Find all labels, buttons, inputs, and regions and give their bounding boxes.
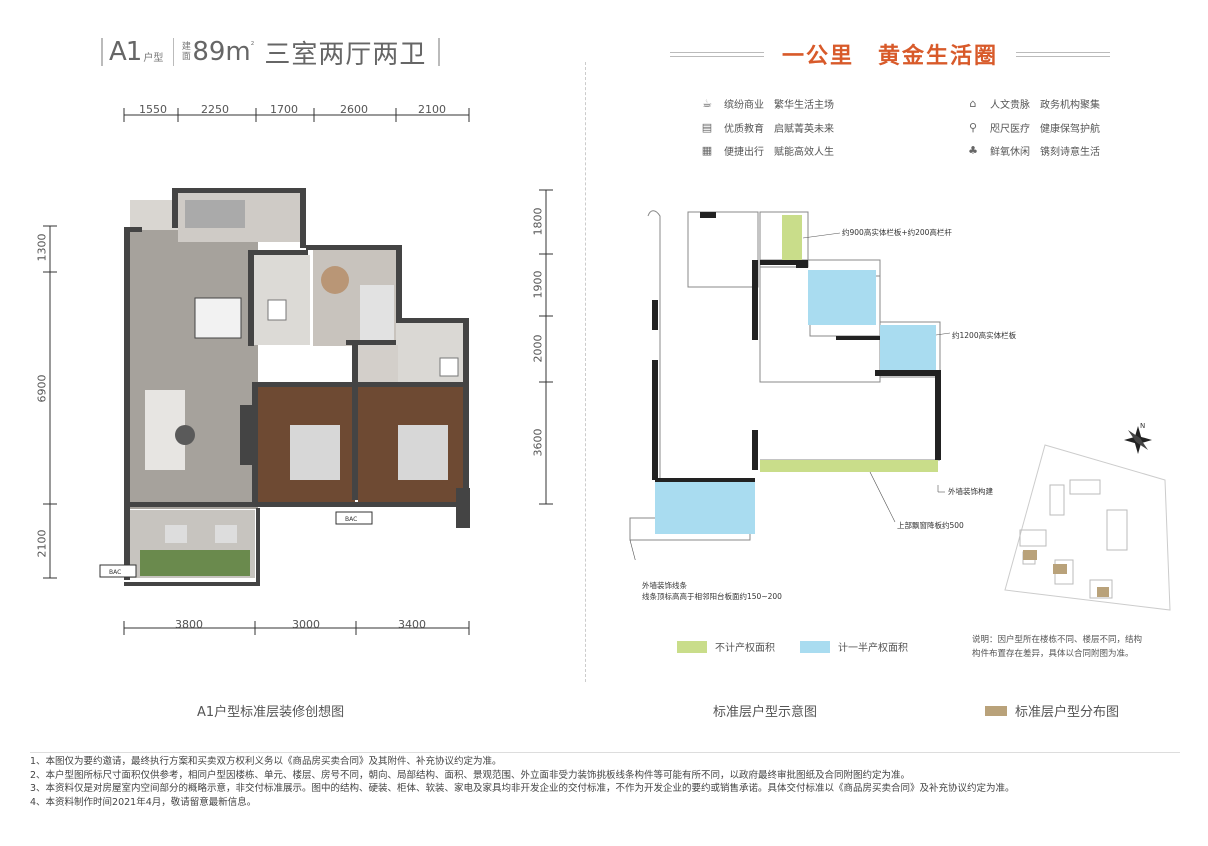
unit-header: A1 户型 建 面 89m ² 三室两厅两卫	[95, 30, 446, 74]
tree-bench-icon: ♣	[968, 143, 978, 157]
bus-icon: ▦	[701, 143, 713, 157]
amenity-item: ▦ 便捷出行赋能高效人生	[701, 143, 834, 158]
callout-upper-bay: 上部飘窗降板约500	[897, 521, 964, 530]
disclaimer-line: 1、本图仅为要约邀请，最终执行方案和买卖双方权利义务以《商品房买卖合同》及其附件…	[30, 756, 502, 767]
unit-type-suffix: 户型	[143, 52, 164, 64]
location-pin-icon: ⚲	[968, 120, 978, 134]
site-legend-swatch	[985, 705, 1007, 716]
area-unit: ²	[250, 41, 255, 51]
dim-right: 1800	[531, 207, 545, 236]
dim-top: 2250	[201, 103, 229, 116]
amenity-item: ⌂ 人文贵脉政务机构聚集	[966, 96, 1101, 111]
compass-icon: N	[1124, 422, 1152, 454]
site-plan-map	[1004, 444, 1171, 611]
amenity-item: ♣ 鲜氧休闲镌刻诗意生活	[966, 143, 1100, 158]
ac-label: BAC	[109, 569, 121, 576]
title-rule-left	[670, 51, 764, 57]
area-value: 89m	[192, 37, 251, 67]
ac-label: BAC	[345, 516, 357, 523]
header-divider	[173, 38, 175, 66]
disclaimer-line: 4、本资料制作时间2021年4月，敬请留意最新信息。	[30, 796, 257, 808]
schematic-note: 说明：因户型所在楼栋不同、楼层不同，结构 构件布置存在差异，具体以合同附图为准。	[972, 635, 1143, 659]
area-label: 建 面	[181, 42, 191, 62]
dim-right: 2000	[531, 334, 545, 363]
floor-plan-caption: A1户型标准层装修创想图	[197, 705, 345, 720]
dim-bottom: 3400	[398, 618, 426, 631]
callout-decor-line-height: 线条顶标高高于相邻阳台板面约150~200	[642, 592, 782, 601]
dim-bottom: 3800	[175, 618, 203, 631]
panel-divider	[585, 62, 586, 682]
dim-left: 2100	[35, 529, 49, 558]
legend-swatch	[800, 640, 830, 653]
coffee-cup-icon: ☕	[702, 96, 712, 110]
dim-top: 2100	[418, 103, 446, 116]
disclaimer-line: 3、本资料仅是对房屋室内空间部分的概略示意，非交付标准展示。图中的结构、硬装、柜…	[30, 783, 1015, 794]
amenity-item: ☕ 缤纷商业繁华生活主场	[700, 96, 834, 111]
callout-decor-line: 外墙装饰线条	[642, 581, 687, 590]
site-plan-caption: 标准层户型分布图	[985, 701, 1119, 720]
dim-left: 6900	[35, 374, 49, 403]
amenity-item: ▤ 优质教育启赋菁英未来	[701, 120, 834, 135]
life-circle-title: 一公里 黄金生活圈	[670, 38, 1111, 70]
callout-railing-1200: 约1200高实体栏板	[952, 331, 1017, 340]
dim-top: 2600	[340, 103, 368, 116]
title-rule-right	[1016, 51, 1111, 57]
schematic-plan	[629, 210, 951, 560]
schematic-caption: 标准层户型示意图	[713, 705, 818, 720]
amenity-item: ⚲ 咫尺医疗健康保驾护航	[966, 120, 1100, 135]
government-building-icon: ⌂	[969, 96, 977, 110]
floor-plan-render: BAC BAC	[43, 108, 553, 635]
unit-type-code: A1	[109, 37, 142, 67]
callout-railing-900: 约900高实体栏板+约200高栏杆	[842, 228, 952, 237]
callout-decor-wall: 外墙装饰构建	[948, 487, 993, 496]
footer-rule	[30, 752, 1180, 753]
dim-right: 3600	[531, 428, 545, 457]
header-divider	[438, 38, 441, 66]
legend-item: 不计产权面积	[677, 639, 775, 654]
dim-bottom: 3000	[292, 618, 320, 631]
dim-top: 1700	[270, 103, 298, 116]
svg-text:N: N	[1140, 422, 1145, 430]
book-icon: ▤	[701, 120, 713, 134]
dim-left: 1300	[35, 233, 49, 262]
layout-name: 三室两厅两卫	[264, 39, 427, 70]
legend-swatch	[677, 640, 707, 653]
header-divider	[101, 38, 103, 66]
dim-top: 1550	[139, 103, 167, 116]
disclaimer-line: 2、本户型图所标尺寸面积仅供参考，相同户型因楼栋、单元、楼层、房号不同，朝向、局…	[30, 769, 911, 781]
disclaimer: 1、本图仅为要约邀请，最终执行方案和买卖双方权利义务以《商品房买卖合同》及其附件…	[30, 755, 1180, 809]
legend-item: 计一半产权面积	[800, 639, 908, 654]
dim-right: 1900	[531, 270, 545, 299]
